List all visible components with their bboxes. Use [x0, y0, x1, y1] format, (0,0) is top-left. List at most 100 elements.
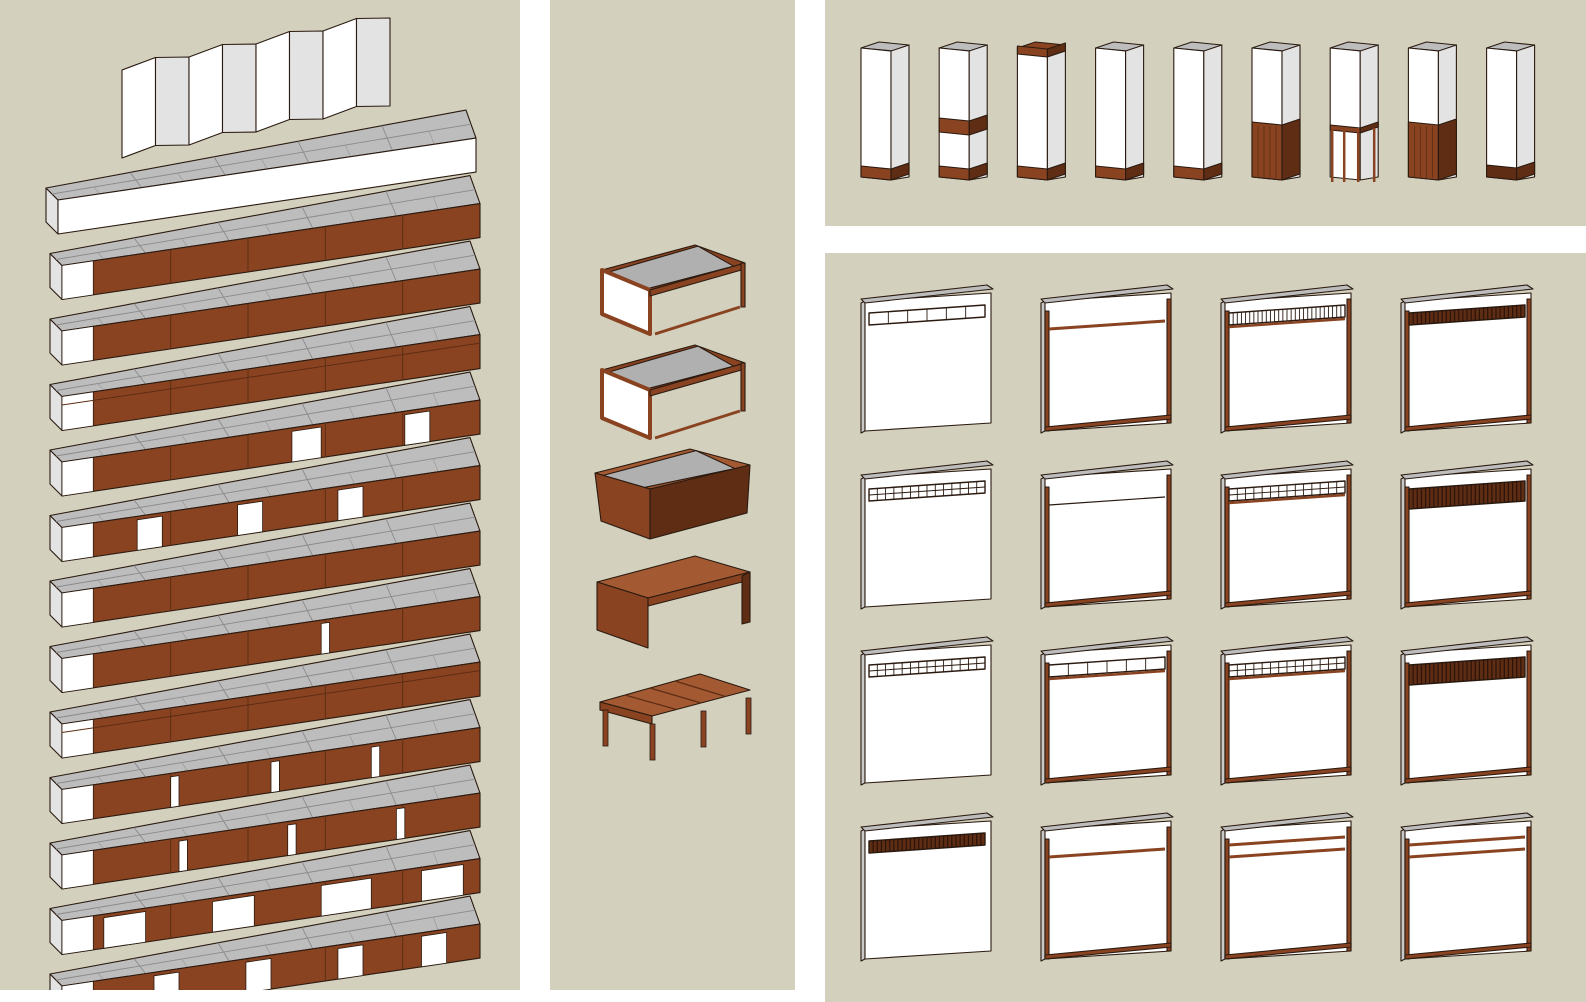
wall-panel-cap — [1040, 636, 1174, 656]
bench-white-insert — [421, 932, 448, 968]
bench-corner-post — [61, 915, 94, 955]
bench-top-seam — [265, 617, 272, 628]
table-leg — [740, 362, 746, 412]
wall-panel-edge — [1220, 300, 1226, 434]
wall-panel-frame — [1224, 414, 1352, 432]
bench — [49, 175, 481, 301]
column-front-face — [860, 47, 892, 181]
wall-panel-face — [1044, 292, 1172, 432]
wall-panel-cap — [1400, 812, 1534, 832]
wall-panel-edge — [1400, 652, 1406, 786]
wall-frieze-rail — [1228, 835, 1346, 847]
wall-panel-cap — [860, 812, 994, 832]
wall-panel-cap — [1040, 284, 1174, 304]
screen-panel — [355, 17, 391, 108]
table-base-rail — [654, 305, 741, 336]
bench-top-seam — [432, 654, 439, 669]
wall-panel-frame — [1224, 942, 1352, 960]
bench-top-seam — [181, 958, 188, 968]
column-slat-skirt — [1407, 121, 1439, 181]
screen-panel — [255, 30, 291, 133]
wall-frieze-rail — [1228, 669, 1346, 681]
walls-illustration — [825, 253, 1586, 1002]
bench-top-seam — [181, 762, 188, 772]
wall-frieze-rail — [1408, 847, 1526, 859]
column-front-face — [1486, 47, 1518, 181]
bench-top-seam — [432, 720, 439, 734]
wall-panel-frame — [1166, 298, 1172, 424]
wall-panel-cap — [1220, 284, 1354, 304]
bench-top-seam — [432, 261, 439, 276]
bench-corner-post — [61, 260, 94, 300]
bench — [49, 830, 481, 956]
table-slat-seam — [674, 680, 726, 698]
bench-corner-post — [61, 850, 94, 890]
bench-white-insert — [170, 775, 180, 808]
column-wood-cap — [1046, 42, 1066, 58]
bench-corner-post — [61, 784, 94, 824]
wall-panel-frame — [1224, 486, 1230, 608]
wall-panel-cap — [860, 460, 994, 480]
wall-panel — [1220, 636, 1354, 786]
bench-top-seam — [97, 841, 105, 850]
bench-top-seam — [432, 851, 439, 865]
wall-panel — [1400, 284, 1534, 434]
screen-panel — [121, 56, 157, 159]
wall-panel-frame — [1526, 474, 1532, 600]
bench-top-seam — [348, 341, 355, 354]
bench — [49, 895, 481, 990]
screen-panel — [154, 56, 190, 147]
column-side-face — [1125, 44, 1145, 181]
column-wood-base — [1173, 165, 1205, 181]
table — [600, 344, 746, 440]
bench — [45, 109, 477, 235]
bench-top-seam — [181, 827, 188, 837]
bench-top-seam — [348, 275, 355, 288]
wall-panel-frame — [1526, 650, 1532, 776]
column — [1016, 41, 1066, 181]
bench-top-seam — [348, 734, 355, 747]
wall-panel-frame — [1044, 414, 1172, 432]
bench-top-seam — [428, 130, 435, 145]
column-front-face — [1173, 47, 1205, 181]
wall-panel — [1220, 812, 1354, 962]
column-side-face — [1359, 44, 1379, 181]
table-end-face — [596, 581, 649, 649]
wall-panel-edge — [860, 476, 866, 610]
column-wood-band — [938, 117, 970, 136]
bench-top-seam — [432, 327, 439, 341]
wall-frieze-rail — [1048, 496, 1166, 506]
column-wood-base — [1095, 165, 1127, 181]
wall-panel-edge — [860, 652, 866, 786]
wall-panel-frame — [1526, 826, 1532, 952]
column-wood-base — [890, 162, 910, 181]
bench-top-seam — [181, 565, 188, 575]
bench-top-seam — [265, 224, 272, 235]
bench — [49, 437, 481, 563]
bench-corner-post — [61, 653, 94, 693]
bench-top-seam — [265, 289, 272, 301]
table-side-face — [649, 464, 751, 540]
wall-panel-frame — [1526, 298, 1532, 424]
bench-groove — [61, 670, 481, 733]
wall-frieze-rail — [1228, 493, 1346, 505]
bench-white-insert — [421, 864, 464, 902]
bench-top-seam — [181, 696, 188, 706]
bench — [49, 502, 481, 628]
column-wood-base — [860, 165, 892, 181]
wall-panel — [1400, 460, 1534, 610]
bench-top-seam — [348, 865, 355, 878]
bench — [49, 568, 481, 694]
bench-top-seam — [432, 392, 439, 407]
bench-top-seam — [265, 551, 272, 563]
wall-panel — [1040, 460, 1174, 610]
bench-top-seam — [348, 472, 355, 485]
column-wood-base — [938, 165, 970, 181]
bench-top-seam — [265, 748, 272, 759]
wall-panel-frame — [1044, 838, 1050, 960]
wall-panel-frame — [1404, 838, 1410, 960]
bench-top-seam — [177, 172, 184, 182]
bench-top-seam — [348, 799, 355, 812]
bench-top-seam — [348, 930, 355, 943]
wall-panel-frame — [1044, 310, 1050, 432]
